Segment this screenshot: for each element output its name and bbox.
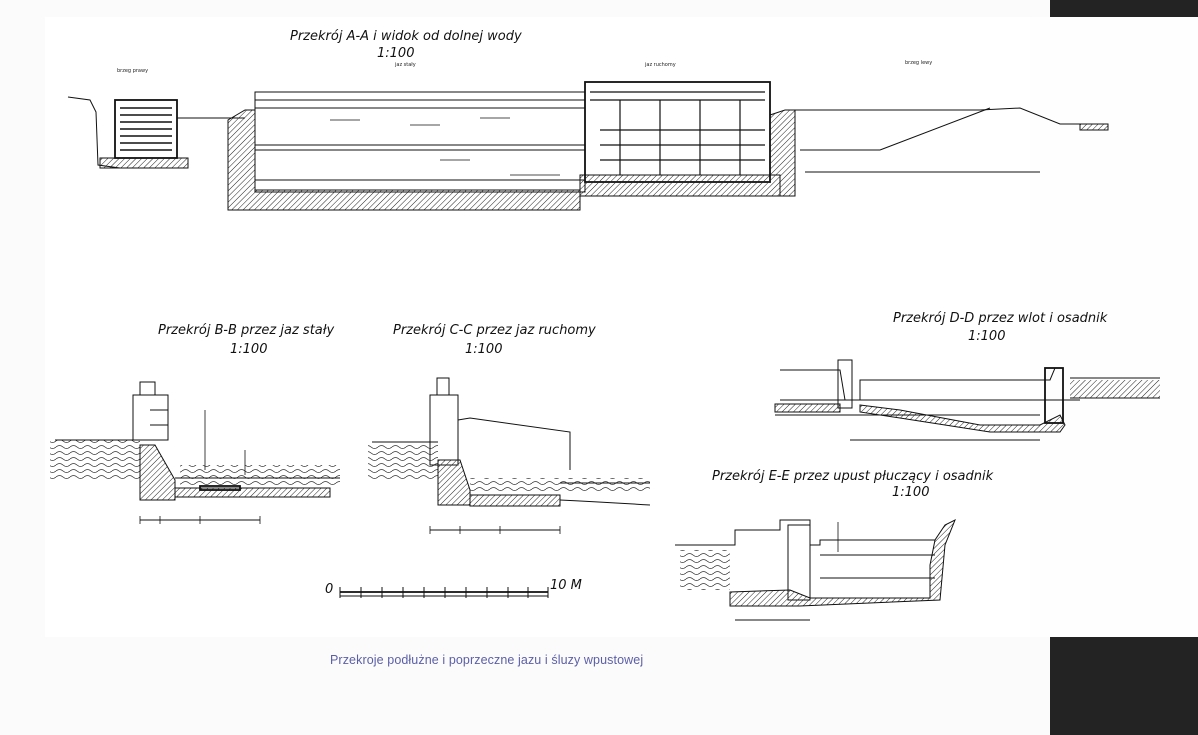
left-bank-label: brzeg prawy (117, 68, 148, 74)
figure-caption: Przekroje podłużne i poprzeczne jazu i ś… (330, 653, 644, 667)
scale-bar: 0 10 M (325, 578, 582, 598)
section-cc: Przekrój C-C przez jaz ruchomy 1:100 (368, 323, 651, 534)
section-aa-scale: 1:100 (377, 46, 414, 61)
right-bank-label: brzeg lewy (905, 60, 932, 66)
movable-weir-label: jaz ruchomy (644, 62, 676, 68)
section-cc-scale: 1:100 (465, 342, 502, 357)
section-bb-scale: 1:100 (230, 342, 267, 357)
section-dd: Przekrój D-D przez wlot i osadnik 1:100 (774, 311, 1160, 441)
section-ee-title: Przekrój E-E przez upust płuczący i osad… (712, 469, 994, 484)
section-bb: Przekrój B-B przez jaz stały 1:100 (50, 323, 340, 524)
scale-bar-end: 10 M (550, 578, 582, 593)
section-aa-title: Przekrój A-A i widok od dolnej wody (290, 29, 522, 44)
paper-sheet-front-edge (1030, 17, 1198, 637)
scale-bar-start: 0 (325, 582, 333, 597)
section-dd-title: Przekrój D-D przez wlot i osadnik (893, 311, 1108, 326)
fixed-weir-label: jaz stały (394, 62, 416, 68)
section-dd-scale: 1:100 (968, 329, 1005, 344)
section-aa: Przekrój A-A i widok od dolnej wody 1:10… (67, 29, 1109, 211)
section-cc-title: Przekrój C-C przez jaz ruchomy (393, 323, 596, 338)
section-ee-scale: 1:100 (892, 485, 929, 500)
section-ee: Przekrój E-E przez upust płuczący i osad… (675, 469, 994, 621)
section-bb-title: Przekrój B-B przez jaz stały (158, 323, 334, 338)
